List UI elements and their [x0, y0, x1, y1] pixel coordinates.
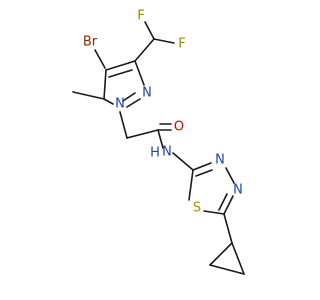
bonds: [72, 21, 245, 275]
atom-f-left: F: [137, 9, 144, 24]
bond-n2-n1-double: [122, 92, 136, 102]
bond-c3-chf2: [134, 38, 155, 62]
bond-carbonyl-nh: [157, 129, 164, 149]
bond-n3-n4: [225, 167, 235, 184]
bond-cyclopropyl-3: [231, 242, 245, 275]
bond-c4-c3-double: [108, 69, 133, 78]
atom-f-right: F: [178, 37, 185, 52]
bond-nh-c2: [172, 152, 194, 171]
atom-o-carbonyl: O: [174, 120, 184, 135]
atom-n-thiadiazole-2: N: [233, 183, 243, 198]
bond-c2-n3-double: [195, 169, 213, 177]
bond-cyclopropyl-2: [209, 264, 245, 275]
molecule-diagram: Br F F N N O N H N N S: [72, 9, 245, 275]
bond-c4-c3: [105, 60, 136, 71]
atom-s-thiadiazole: S: [193, 201, 201, 216]
bond-c4-c5: [103, 69, 107, 100]
bond-c5t-cyclopropyl: [223, 213, 233, 244]
bond-br-c4: [94, 49, 106, 69]
bond-s-c2: [188, 169, 194, 201]
bond-c5t-s: [203, 210, 225, 215]
atom-labels: Br F F N N O N H N N S: [83, 9, 243, 216]
molecule-svg: Br F F N N O N H N N S: [72, 9, 245, 275]
atom-n-pyrazole-1: N: [115, 97, 125, 112]
bond-chf2-f-left: [144, 21, 155, 40]
bond-n1-ch2: [119, 111, 128, 139]
bond-n1-c5: [103, 98, 114, 105]
bond-ch2-carbonyl: [126, 129, 159, 139]
bond-c3-n2: [134, 60, 145, 86]
atom-n-thiadiazole-1: N: [215, 153, 225, 168]
bond-c2-n3: [192, 162, 212, 171]
atom-n-amide: N: [162, 145, 172, 160]
bond-cyclopropyl-1: [209, 242, 233, 266]
atom-n-pyrazole-2: N: [142, 86, 152, 101]
bond-c5-methyl: [72, 91, 105, 100]
bond-n2-n1: [126, 98, 141, 108]
atom-br: Br: [83, 35, 98, 50]
bond-chf2-f-right: [153, 38, 175, 44]
atom-h-amide: H: [150, 146, 160, 161]
bond-n4-c5t-double: [218, 193, 228, 211]
bond-n4-c5t: [223, 195, 234, 215]
